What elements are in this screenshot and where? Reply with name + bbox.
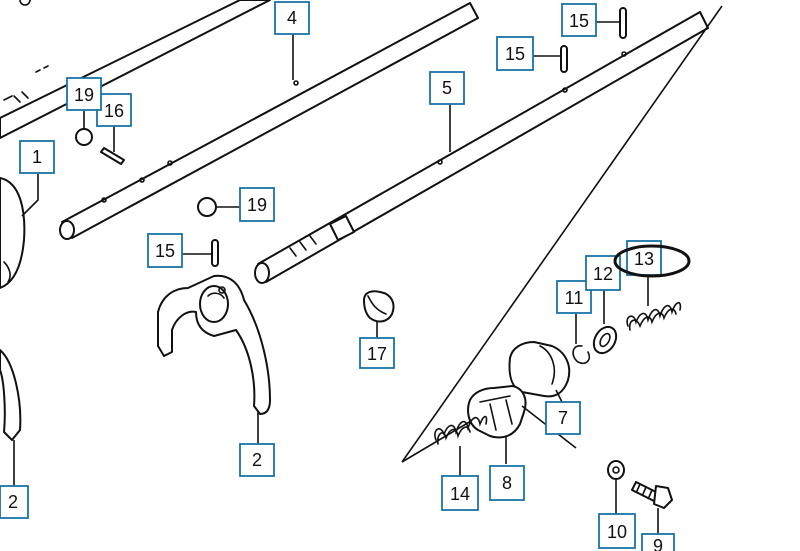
label-7: 7	[545, 401, 581, 435]
shift-fork-1	[0, 177, 26, 289]
label-16: 16	[96, 93, 132, 127]
label-15-left: 15	[147, 233, 183, 268]
label-15-top: 15	[561, 3, 597, 37]
spring-14	[434, 415, 488, 476]
label-9: 9	[641, 533, 675, 551]
label-2-left: 2	[0, 485, 29, 519]
svg-text:5: 5	[442, 78, 452, 98]
svg-text:17: 17	[367, 344, 387, 364]
svg-text:4: 4	[287, 8, 297, 28]
shift-shaft-upper-left	[0, 0, 271, 139]
svg-text:15: 15	[155, 241, 175, 261]
label-17: 17	[359, 337, 395, 369]
shift-fork-2-center	[157, 274, 271, 444]
shift-shaft-4	[59, 2, 479, 240]
svg-text:2: 2	[252, 450, 262, 470]
svg-text:7: 7	[558, 408, 568, 428]
pin-16	[100, 126, 125, 165]
svg-text:19: 19	[74, 85, 94, 105]
svg-text:8: 8	[502, 473, 512, 493]
svg-text:15: 15	[505, 44, 525, 64]
plug-17	[363, 290, 395, 338]
label-19-mid: 19	[239, 187, 275, 222]
svg-text:1: 1	[32, 147, 42, 167]
highlight-ellipse-13	[613, 244, 691, 278]
label-5: 5	[429, 71, 465, 105]
label-1: 1	[19, 140, 55, 174]
spring-13	[626, 276, 682, 331]
label-14: 14	[441, 475, 479, 511]
svg-text:15: 15	[569, 11, 589, 31]
pin-15-top	[596, 7, 627, 39]
shift-shaft-5	[254, 11, 709, 284]
svg-text:16: 16	[104, 101, 124, 121]
svg-text:2: 2	[8, 492, 18, 512]
leader-1	[21, 174, 39, 217]
ball-19-top	[75, 111, 93, 146]
label-12: 12	[585, 255, 621, 291]
svg-text:14: 14	[450, 484, 470, 504]
label-10: 10	[598, 513, 636, 549]
label-8: 8	[489, 465, 525, 501]
pin-15-left	[182, 239, 219, 267]
svg-text:11: 11	[565, 288, 584, 308]
label-19-top: 19	[66, 77, 102, 111]
shift-fork-2-left	[0, 349, 22, 486]
label-15-mid: 15	[496, 36, 534, 71]
pin-15-mid	[532, 45, 568, 73]
label-4: 4	[274, 1, 310, 35]
ball-19-mid	[197, 197, 240, 217]
washer-10	[607, 460, 625, 514]
bolt-9	[631, 481, 673, 534]
svg-text:13: 13	[634, 249, 654, 269]
label-2-center: 2	[239, 443, 275, 477]
washer-12	[592, 290, 618, 355]
e-clip-11	[572, 310, 591, 365]
svg-text:19: 19	[247, 195, 267, 215]
svg-text:9: 9	[653, 536, 663, 551]
svg-text:12: 12	[593, 264, 613, 284]
svg-text:10: 10	[607, 522, 627, 542]
